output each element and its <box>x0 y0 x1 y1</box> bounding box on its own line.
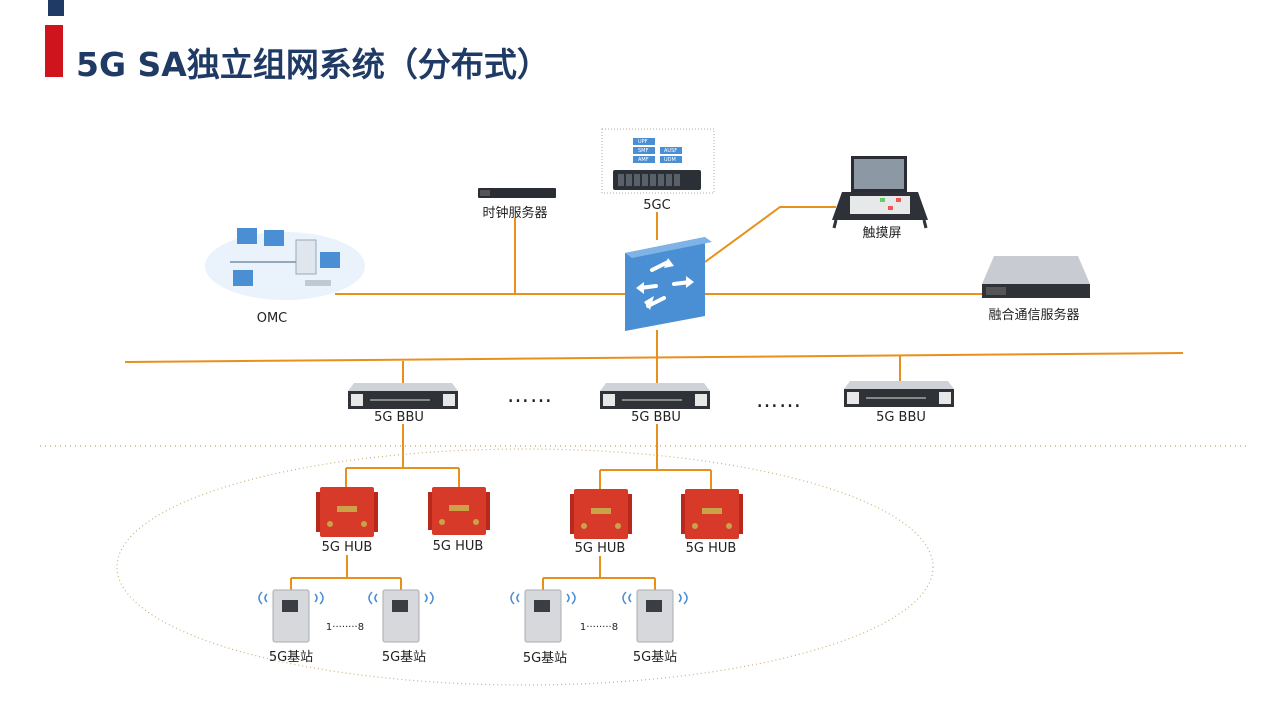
hub-2-label: 5G HUB <box>432 539 484 554</box>
base-station-3-label: 5G基站 <box>522 651 568 666</box>
touch-screen-icon <box>832 156 928 229</box>
touch-link <box>704 206 836 263</box>
module-udm: UDM <box>664 157 676 163</box>
bbu-1-label: 5G BBU <box>374 410 424 425</box>
bbu-2-icon <box>600 383 710 409</box>
connection-lines <box>124 206 1184 590</box>
hub-4-label: 5G HUB <box>685 541 737 556</box>
hub-1-label: 5G HUB <box>321 540 373 555</box>
touch-screen-label: 触摸屏 <box>862 226 902 241</box>
bbu-3-icon <box>844 381 954 407</box>
hub-4-icon <box>681 489 743 539</box>
bbu-ellipsis-1: …… <box>507 383 553 408</box>
fusion-server-icon <box>982 256 1090 298</box>
module-amf: AMF <box>638 157 649 163</box>
base-station-2-label: 5G基站 <box>381 650 427 665</box>
hub-2-icon <box>428 487 490 535</box>
header-accent-square <box>48 0 64 16</box>
station-range-1: 1········8 <box>325 622 365 633</box>
bbu-2-label: 5G BBU <box>631 410 681 425</box>
base-station-4-label: 5G基站 <box>632 650 678 665</box>
module-smf: SMF <box>638 148 648 154</box>
page-title: 5G SA独立组网系统（分布式） <box>76 45 550 84</box>
base-station-4-icon <box>622 589 688 643</box>
module-ausf: AUSF <box>664 148 677 154</box>
clock-server-label: 时钟服务器 <box>482 206 548 221</box>
access-bus-line <box>124 352 1184 363</box>
omc-icon <box>205 228 365 300</box>
clock-server-icon <box>478 188 556 198</box>
base-station-2-icon <box>368 589 434 643</box>
bbu-ellipsis-2: …… <box>756 388 802 413</box>
header-accent-bar <box>45 25 63 77</box>
router-icon <box>625 237 712 331</box>
access-area-oval <box>116 448 934 686</box>
bbu-1-icon <box>348 383 458 409</box>
omc-label: OMC <box>256 311 288 326</box>
hub-3-label: 5G HUB <box>574 541 626 556</box>
hub-3-icon <box>570 489 632 539</box>
module-upf: UPF <box>638 139 648 145</box>
base-station-3-icon <box>510 589 576 643</box>
base-station-1-icon <box>258 589 324 643</box>
fusion-server-label: 融合通信服务器 <box>988 308 1080 323</box>
core-label: 5GC <box>643 198 671 213</box>
station-range-2: 1········8 <box>579 622 619 633</box>
hub-1-icon <box>316 487 378 537</box>
bbu-3-label: 5G BBU <box>876 410 926 425</box>
core-server-icon: UPF SMF AUSF AMF UDM <box>601 128 715 194</box>
base-station-1-label: 5G基站 <box>268 650 314 665</box>
